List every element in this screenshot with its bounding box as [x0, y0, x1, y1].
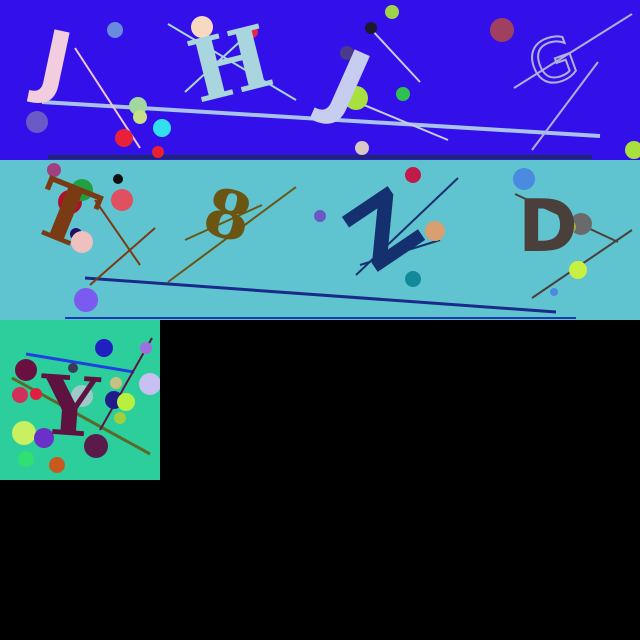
noise-dot	[625, 141, 640, 159]
noise-line	[513, 13, 633, 89]
noise-dot	[49, 457, 65, 473]
noise-dot	[405, 271, 421, 287]
noise-dot	[385, 5, 399, 19]
noise-dot	[550, 288, 558, 296]
noise-dot	[71, 231, 93, 253]
noise-dot	[71, 179, 93, 201]
noise-dot	[71, 385, 93, 407]
noise-line	[167, 186, 297, 283]
noise-dot	[12, 421, 36, 445]
noise-line	[25, 352, 135, 374]
noise-dot	[111, 189, 133, 211]
letter-d-gray: D	[518, 184, 578, 268]
noise-dot	[68, 363, 78, 373]
noise-line	[514, 193, 619, 243]
strip-1-noise	[0, 0, 640, 160]
noise-dot	[246, 26, 258, 38]
noise-dot	[425, 221, 445, 241]
noise-dot	[569, 261, 587, 279]
noise-dot	[26, 111, 48, 133]
noise-dot	[405, 167, 421, 183]
tile-3-noise	[0, 320, 160, 480]
noise-dot	[74, 288, 98, 312]
noise-line	[184, 204, 263, 241]
noise-dot	[107, 22, 123, 38]
noise-dot	[153, 119, 171, 137]
noise-dot	[140, 342, 152, 354]
noise-dot	[139, 373, 160, 395]
noise-line	[89, 227, 156, 286]
noise-dot	[355, 141, 369, 155]
noise-line	[531, 61, 599, 151]
noise-dot	[114, 412, 126, 424]
noise-line	[167, 23, 297, 101]
noise-dot	[191, 16, 213, 38]
noise-dot	[314, 210, 326, 222]
noise-line	[355, 177, 459, 276]
noise-dot	[95, 339, 113, 357]
noise-dot	[34, 428, 54, 448]
noise-dot	[490, 18, 514, 42]
noise-dot	[117, 393, 135, 411]
noise-dot	[113, 174, 123, 184]
noise-line	[369, 27, 421, 83]
noise-dot	[570, 213, 592, 235]
noise-dot	[513, 168, 535, 190]
noise-dot	[133, 110, 147, 124]
captcha-strip-1: J H J G	[0, 0, 640, 160]
noise-dot	[110, 377, 122, 389]
noise-line	[184, 24, 259, 93]
noise-dot	[340, 46, 354, 60]
noise-dot	[115, 129, 133, 147]
noise-dot	[84, 434, 108, 458]
noise-dot	[564, 221, 576, 233]
noise-dot	[152, 146, 164, 158]
noise-dot	[365, 22, 377, 34]
strip-2-noise	[0, 160, 640, 320]
noise-dot	[344, 86, 368, 110]
noise-line	[359, 239, 441, 266]
noise-dot	[30, 388, 42, 400]
strip-2-background	[0, 160, 640, 320]
noise-dot	[15, 359, 37, 381]
captcha-strip-2: T 8 Z D	[0, 160, 640, 320]
letter-y-maroon: Y	[36, 357, 102, 457]
captcha-tile-3: Y	[0, 320, 160, 480]
noise-dot	[47, 163, 61, 177]
noise-dot	[18, 451, 34, 467]
noise-line	[84, 276, 557, 314]
noise-dot	[12, 387, 28, 403]
noise-line	[94, 199, 141, 266]
noise-dot	[396, 87, 410, 101]
